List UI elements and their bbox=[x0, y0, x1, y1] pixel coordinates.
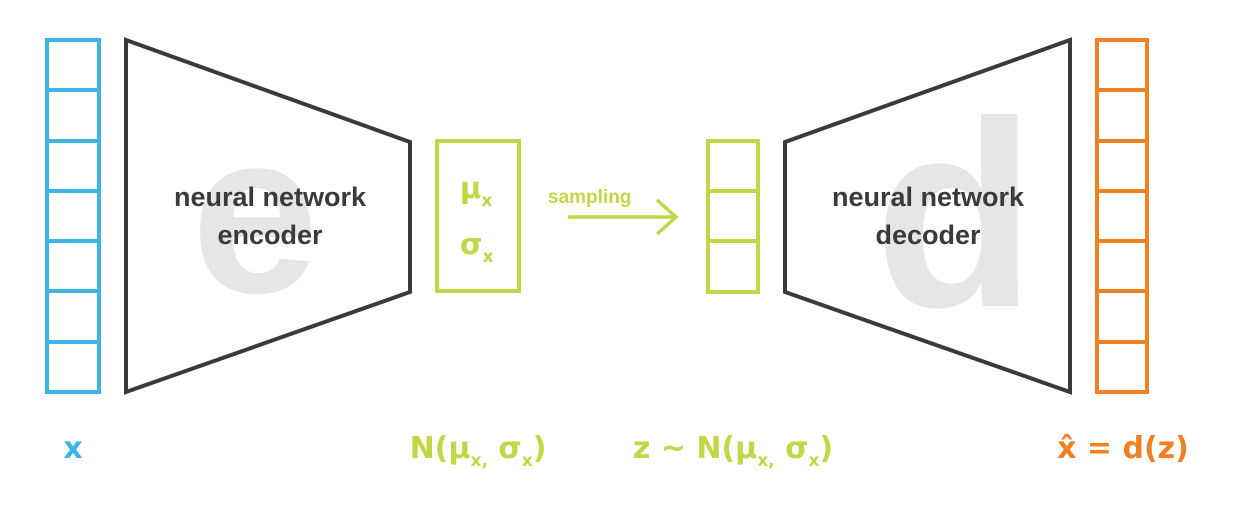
decoder-watermark: d bbox=[874, 67, 1036, 363]
encoder-watermark: e bbox=[191, 84, 319, 341]
input-label: x bbox=[63, 431, 82, 466]
latent-vector bbox=[706, 139, 760, 294]
sampling-arrow: sampling bbox=[548, 187, 679, 236]
distribution-label: N(μx, σx) bbox=[410, 431, 547, 471]
decoder-label-line2: decoder bbox=[875, 220, 981, 250]
output-label: x̂ = d(z) bbox=[1057, 431, 1189, 466]
svg-text:x̂ = d(z): x̂ = d(z) bbox=[1057, 431, 1189, 466]
encoder-label-line1: neural network bbox=[174, 182, 367, 212]
sampling-label: sampling bbox=[548, 187, 631, 208]
latent-sample-label: z ~ N(μx, σx) bbox=[633, 431, 833, 471]
output-vector-frame bbox=[1095, 38, 1149, 394]
input-vector bbox=[45, 38, 101, 394]
encoder-label-line2: encoder bbox=[217, 220, 323, 250]
sigma-symbol: σx bbox=[460, 227, 494, 267]
decoder: d neural network decoder bbox=[783, 37, 1072, 395]
input-vector-frame bbox=[45, 38, 101, 394]
latent-params-box: μx σx bbox=[435, 139, 521, 293]
decoder-trapezoid bbox=[783, 37, 1072, 395]
latent-vector-frame bbox=[706, 139, 760, 294]
mu-symbol: μx bbox=[460, 171, 492, 211]
decoder-label-line1: neural network bbox=[832, 182, 1025, 212]
output-vector bbox=[1095, 38, 1149, 394]
encoder: e neural network encoder bbox=[124, 37, 412, 395]
sampling-arrow-head bbox=[655, 198, 679, 236]
latent-params-frame bbox=[435, 139, 521, 293]
encoder-trapezoid bbox=[124, 37, 412, 395]
